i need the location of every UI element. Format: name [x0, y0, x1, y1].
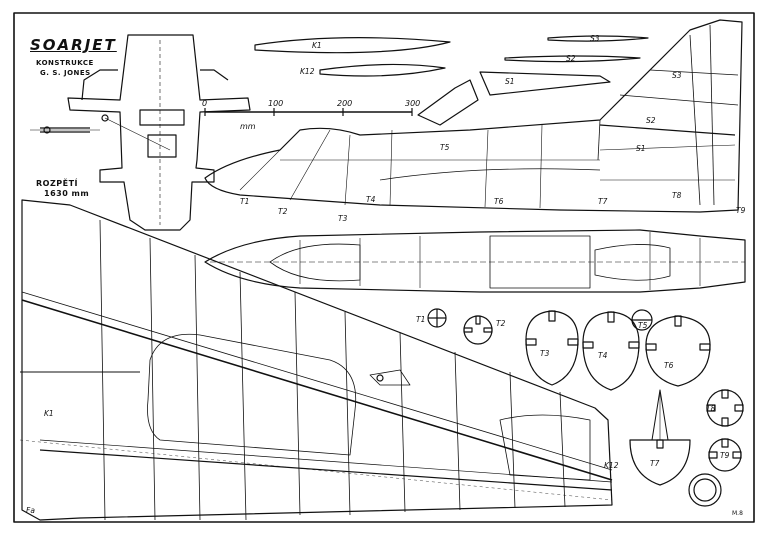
former-t4 — [582, 311, 640, 391]
label-t6: T6 — [664, 361, 674, 370]
side-view-drawing — [204, 19, 743, 213]
label-t8-side: T8 — [672, 191, 682, 200]
label-t6-side: T6 — [494, 197, 504, 206]
label-t2: T2 — [496, 319, 506, 328]
label-s2-fin: S2 — [646, 116, 656, 125]
label-k12: K12 — [300, 67, 315, 76]
part-k12 — [319, 63, 446, 77]
designer-line1: KONSTRUKCE — [36, 59, 94, 67]
label-s1-fin: S1 — [636, 144, 646, 153]
label-t2-side: T2 — [278, 207, 288, 216]
label-t7-side: T7 — [598, 197, 608, 206]
label-t7: T7 — [650, 459, 660, 468]
label-t1: T1 — [416, 315, 426, 324]
label-t5-side: T5 — [440, 143, 450, 152]
label-t3: T3 — [540, 349, 550, 358]
scale-tick-0: 0 — [202, 99, 208, 108]
former-t3 — [525, 310, 579, 386]
sheet-mark: M.8 — [732, 510, 743, 517]
scale-unit: mm — [240, 122, 256, 131]
former-t2 — [463, 315, 493, 345]
sheet-border — [13, 12, 755, 523]
label-k12-wing: K12 — [604, 461, 619, 470]
former-t1 — [427, 308, 447, 328]
label-k1: K1 — [312, 41, 322, 50]
label-t4-side: T4 — [366, 195, 376, 204]
fuselage-plan-drawing — [204, 229, 746, 293]
label-t5: T5 — [638, 321, 648, 330]
former-t9 — [708, 438, 742, 472]
label-t8: T8 — [706, 404, 716, 413]
part-s1 — [479, 71, 611, 96]
label-t9-side: T9 — [736, 206, 746, 215]
label-s1: S1 — [505, 77, 515, 86]
label-k1-wing: K1 — [44, 409, 54, 418]
top-view-drawing — [30, 34, 251, 231]
label-t9: T9 — [720, 451, 730, 460]
part-s3 — [547, 35, 649, 42]
part-fairing — [417, 79, 479, 126]
corner-mark: Fa — [26, 506, 35, 515]
label-t4: T4 — [598, 351, 608, 360]
former-t6 — [645, 315, 711, 387]
part-k1 — [254, 37, 451, 54]
former-t5 — [631, 309, 653, 331]
label-t1-side: T1 — [240, 197, 250, 206]
former-t7 — [629, 389, 691, 486]
strip-parts — [254, 35, 649, 126]
label-s3: S3 — [590, 34, 600, 43]
designer-line2: G. S. JONES — [40, 69, 91, 77]
ring-part — [688, 473, 722, 507]
scale-tick-300: 300 — [405, 99, 421, 108]
label-t3-side: T3 — [338, 214, 348, 223]
scale-bar — [204, 108, 413, 116]
label-s3-fin: S3 — [672, 71, 682, 80]
label-s2: S2 — [566, 54, 576, 63]
span-value: 1630 mm — [44, 189, 90, 198]
span-label: ROZPĚTÍ — [36, 179, 79, 188]
scale-tick-100: 100 — [268, 99, 284, 108]
former-t8 — [706, 389, 744, 427]
formers — [427, 308, 744, 507]
wing-drawing — [19, 199, 613, 521]
scale-tick-200: 200 — [337, 99, 353, 108]
part-s2 — [504, 55, 641, 63]
page-title: SOARJET — [30, 36, 117, 54]
